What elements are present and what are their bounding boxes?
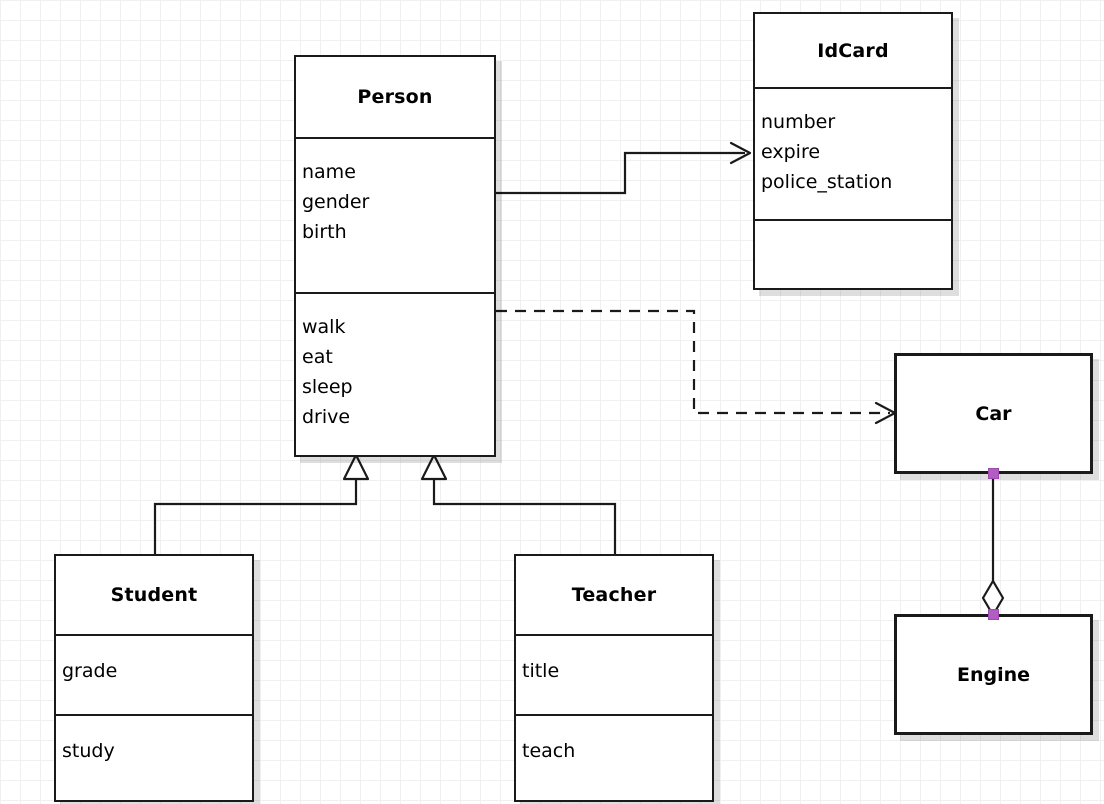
selection-handle-engine-top[interactable]	[988, 609, 999, 620]
method-item: drive	[302, 406, 351, 428]
attribute-item: birth	[302, 221, 347, 243]
relationship-association-person-idcard[interactable]	[496, 141, 752, 195]
uml-class-car[interactable]: Car	[894, 353, 1093, 474]
class-name-car: Car	[975, 402, 1012, 425]
relationship-dependency-person-car[interactable]	[496, 309, 897, 425]
uml-class-student[interactable]: Student grade study	[54, 554, 254, 802]
class-name-idcard: IdCard	[817, 39, 889, 62]
methods-compartment-teacher: teach	[516, 714, 712, 800]
class-name-person: Person	[357, 86, 433, 108]
class-name-student: Student	[110, 584, 198, 606]
class-name-engine: Engine	[956, 663, 1031, 686]
method-item: eat	[302, 346, 333, 368]
uml-class-idcard[interactable]: IdCard number expire police_station	[753, 12, 953, 290]
selection-handle-car-bottom[interactable]	[988, 468, 999, 479]
attribute-item: police_station	[761, 171, 893, 193]
hollow-triangle-arrowhead-icon	[420, 453, 448, 481]
open-arrowhead-icon	[729, 141, 752, 165]
attribute-item: name	[302, 161, 356, 183]
method-item: sleep	[302, 376, 353, 398]
method-item: walk	[302, 316, 346, 338]
method-item: study	[62, 740, 115, 762]
methods-compartment-idcard	[755, 219, 951, 288]
open-arrowhead-icon	[874, 401, 897, 425]
attribute-item: number	[761, 111, 836, 133]
method-item: teach	[522, 740, 576, 762]
attribute-item: expire	[761, 141, 821, 163]
hollow-triangle-arrowhead-icon	[342, 453, 370, 481]
attribute-item: gender	[302, 191, 370, 213]
methods-compartment-person: walk eat sleep drive	[296, 292, 494, 455]
relationship-generalization-student-person[interactable]	[153, 453, 370, 554]
methods-compartment-student: study	[56, 714, 252, 800]
attributes-compartment-teacher: title	[516, 634, 712, 714]
attributes-compartment-student: grade	[56, 634, 252, 714]
relationship-aggregation-car-engine[interactable]	[981, 474, 1005, 617]
attribute-item: title	[522, 660, 560, 682]
attributes-compartment-idcard: number expire police_station	[755, 87, 951, 219]
class-name-teacher: Teacher	[571, 584, 657, 606]
attributes-compartment-person: name gender birth	[296, 137, 494, 292]
attribute-item: grade	[62, 660, 118, 682]
uml-class-teacher[interactable]: Teacher title teach	[514, 554, 714, 802]
relationship-generalization-teacher-person[interactable]	[420, 453, 617, 554]
uml-class-person[interactable]: Person name gender birth walk eat sleep …	[294, 55, 496, 457]
uml-class-engine[interactable]: Engine	[894, 614, 1093, 735]
